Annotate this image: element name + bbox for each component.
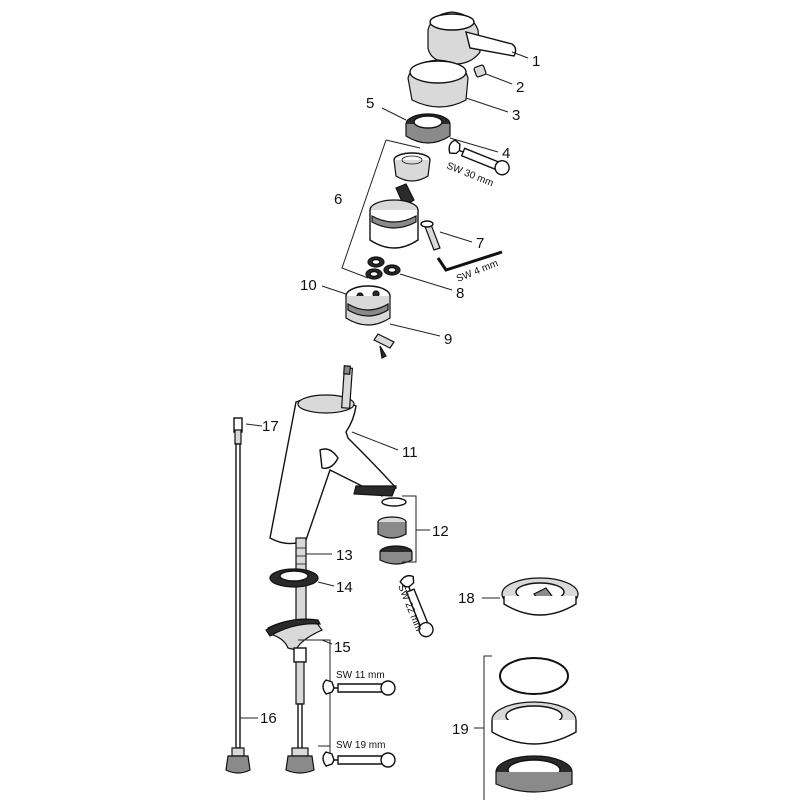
wrench-sw22-icon <box>399 574 434 638</box>
leader-15 <box>321 639 333 645</box>
part-5-nut <box>405 113 451 144</box>
label-18: 18 <box>458 590 475 607</box>
leader-11 <box>351 431 399 451</box>
part-6-cartridge-ring <box>393 152 431 182</box>
part-11-faucet-body <box>269 394 398 545</box>
label-8: 8 <box>456 285 464 302</box>
label-5: 5 <box>366 95 374 112</box>
label-11: 11 <box>402 444 418 461</box>
leader-7 <box>439 231 473 243</box>
bracket-6-top <box>385 139 421 149</box>
wrench-sw30-icon <box>448 139 510 176</box>
part-12-aerator <box>377 497 413 565</box>
label-14: 14 <box>336 579 353 596</box>
allen-key-sw4-label: SW 4 mm <box>455 258 500 285</box>
label-16: 16 <box>260 710 277 727</box>
allen-key-sw4-icon <box>436 250 503 272</box>
part-6-cartridge-body <box>369 183 419 249</box>
part-2-set-screw <box>473 64 487 78</box>
bracket-12 <box>402 495 417 563</box>
part-14-washer <box>269 568 319 588</box>
part-11-stem <box>340 365 354 409</box>
label-9: 9 <box>444 331 452 348</box>
label-19: 19 <box>452 721 469 738</box>
part-1-handle <box>427 11 517 65</box>
leader-8 <box>399 273 453 291</box>
wrench-sw11-icon <box>322 679 396 696</box>
label-2: 2 <box>516 79 524 96</box>
bracket-6 <box>341 139 387 279</box>
part-19-nut <box>495 755 573 793</box>
label-13: 13 <box>336 547 353 564</box>
part-10-valve-body <box>345 285 391 326</box>
wrench-sw19-label: SW 19 mm <box>336 740 385 751</box>
leader-5 <box>381 107 407 121</box>
label-12: 12 <box>432 523 449 540</box>
part-19-gasket <box>499 657 569 695</box>
label-3: 3 <box>512 107 520 124</box>
bracket-15 <box>298 639 331 692</box>
leader-9 <box>389 323 441 337</box>
label-15: 15 <box>334 639 351 656</box>
leader-14 <box>317 581 335 587</box>
part-18-drain-stopper <box>501 577 579 616</box>
part-16-long-rod <box>225 417 251 774</box>
part-9-screw <box>373 333 395 359</box>
wrench-sw11-label: SW 11 mm <box>336 670 385 681</box>
wrench-sw19-icon <box>322 751 396 768</box>
leader-2 <box>485 73 513 85</box>
part-15-mounting-bracket <box>265 618 323 774</box>
label-4: 4 <box>502 145 510 162</box>
label-17: 17 <box>262 418 279 435</box>
part-7-screw <box>420 220 441 251</box>
part-19-flange <box>491 701 577 745</box>
leader-17 <box>245 423 263 427</box>
bracket-19 <box>483 655 492 800</box>
leader-1 <box>511 51 529 59</box>
label-10: 10 <box>300 277 317 294</box>
label-7: 7 <box>476 235 484 252</box>
part-3-cover-ring <box>407 59 469 108</box>
part-8-orings <box>365 256 401 280</box>
leader-3 <box>465 97 509 113</box>
label-6: 6 <box>334 191 342 208</box>
label-1: 1 <box>532 53 540 70</box>
leader-4 <box>449 137 499 153</box>
